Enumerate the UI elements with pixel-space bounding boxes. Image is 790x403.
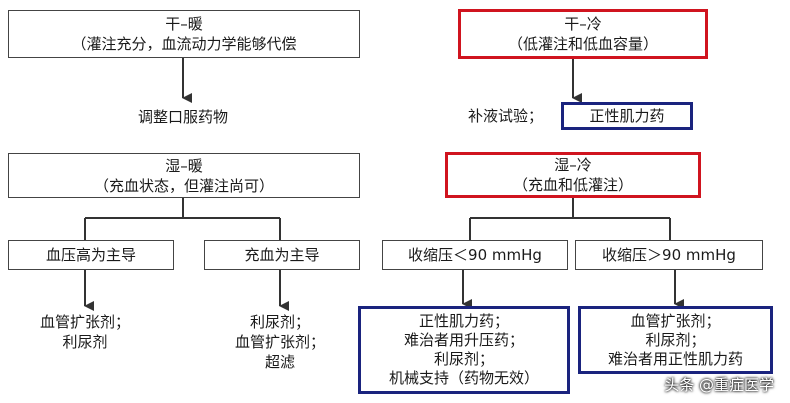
treatment-line: 血管扩张剂； — [39, 313, 130, 331]
treatment-line: 血管扩张剂； — [630, 311, 721, 330]
sbp-low-box: 收缩压＜90 mmHg — [382, 240, 568, 270]
congestion-dominant-box: 充血为主导 — [204, 240, 360, 270]
dry-warm-result: 调整口服药物 — [137, 108, 228, 126]
dry-cold-box: 干–冷 （低灌注和低血容量） — [458, 9, 708, 59]
dry-warm-subtitle: （灌注充分，血流动力学能够代偿 — [71, 35, 297, 53]
treatment-line: 机械支持（药物无效） — [388, 369, 539, 387]
treatment-line: 利尿剂； — [433, 350, 494, 368]
wet-warm-subtitle: （充血状态，但灌注尚可） — [93, 176, 274, 195]
dry-warm-title: 干–暖 — [165, 15, 203, 33]
dry-cold-subtitle: （低灌注和低血容量） — [507, 35, 658, 53]
treatment-line: 难治者用升压药； — [403, 331, 524, 349]
treatment-line: 利尿剂； — [645, 330, 706, 349]
dry-cold-title: 干–冷 — [564, 15, 602, 33]
wet-cold-subtitle: （充血和低灌注） — [512, 176, 633, 194]
wet-cold-title: 湿–冷 — [554, 156, 592, 174]
treatment-line: 正性肌力药； — [418, 312, 509, 330]
sbp-high-label: 收缩压＞90 mmHg — [602, 246, 736, 264]
watermark: 头条 @重症医学 — [664, 376, 774, 394]
dry-warm-box: 干–暖 （灌注充分，血流动力学能够代偿 — [8, 10, 360, 58]
sbp-low-treatment-box: 正性肌力药； 难治者用升压药； 利尿剂； 机械支持（药物无效） — [358, 306, 570, 394]
high-bp-treatment: 血管扩张剂； 利尿剂 — [20, 312, 150, 352]
treatment-line: 利尿剂 — [62, 333, 108, 351]
wet-warm-title: 湿–暖 — [165, 156, 203, 175]
treatment-line: 利尿剂； — [249, 313, 310, 331]
inotrope-box: 正性肌力药 — [561, 102, 693, 130]
congestion-treatment: 利尿剂； 血管扩张剂； 超滤 — [215, 312, 345, 372]
high-bp-dominant-label: 血压高为主导 — [45, 246, 136, 264]
congestion-dominant-label: 充血为主导 — [244, 246, 320, 264]
wet-cold-box: 湿–冷 （充血和低灌注） — [445, 152, 701, 198]
sbp-high-treatment-box: 血管扩张剂； 利尿剂； 难治者用正性肌力药 — [578, 306, 773, 374]
inotrope-label: 正性肌力药 — [589, 107, 665, 125]
sbp-high-box: 收缩压＞90 mmHg — [575, 240, 763, 270]
sbp-low-label: 收缩压＜90 mmHg — [408, 246, 542, 264]
treatment-line: 超滤 — [264, 353, 295, 371]
treatment-line: 难治者用正性肌力药 — [607, 349, 743, 368]
high-bp-dominant-box: 血压高为主导 — [8, 240, 174, 270]
wet-warm-box: 湿–暖 （充血状态，但灌注尚可） — [8, 153, 360, 198]
treatment-line: 血管扩张剂； — [234, 333, 325, 351]
fluid-challenge-text: 补液试验； — [468, 107, 544, 125]
